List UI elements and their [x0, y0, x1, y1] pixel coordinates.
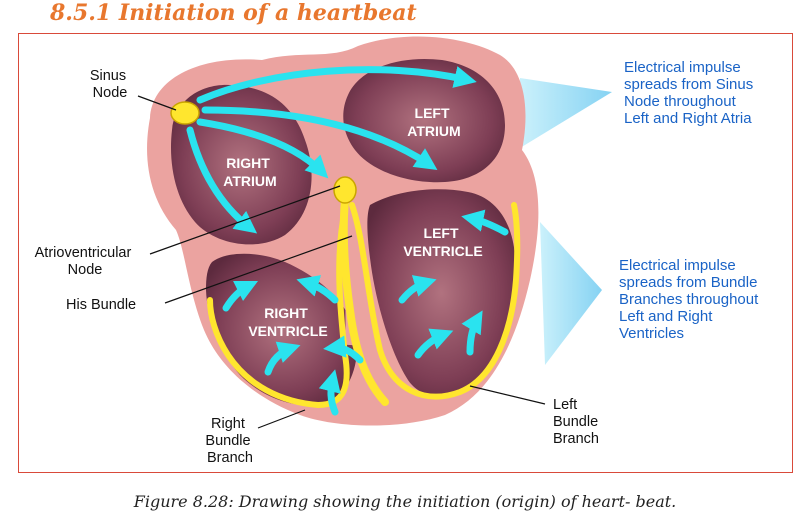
figure-caption: Figure 8.28: Drawing showing the initiat…	[133, 492, 677, 511]
his-bundle-leader	[164, 235, 353, 304]
sinus-node	[170, 101, 200, 125]
sinus-node-label: Sinus Node	[90, 68, 130, 101]
atria-callout-beam	[520, 78, 612, 148]
left-bundle-branch-path	[349, 202, 521, 400]
av-node	[333, 176, 357, 204]
left-atrium-chamber	[343, 58, 505, 183]
av-node-label: Atrioventricular Node	[35, 245, 136, 278]
impulse-arrow	[264, 341, 301, 376]
section-title: 8.5.1 Initiation of a heartbeat	[50, 0, 417, 26]
his-bundle-label: His Bundle	[66, 297, 136, 313]
left-ventricle-label: LEFT VENTRICLE	[403, 225, 482, 259]
impulse-arrow	[414, 328, 454, 359]
right-bundle-branch-label: Right Bundle Branch	[205, 416, 254, 466]
av-node-leader	[149, 185, 341, 255]
impulse-arrow	[461, 209, 509, 236]
impulse-arrow	[222, 280, 259, 312]
left-atrium-label: LEFT ATRIUM	[407, 105, 460, 139]
right-ventricle-label: RIGHT VENTRICLE	[248, 305, 327, 339]
atria-impulse-note: Electrical impulse spreads from Sinus No…	[624, 59, 757, 127]
impulse-arrow	[196, 66, 477, 104]
right-atrium-label: RIGHT ATRIUM	[223, 155, 276, 189]
left-ventricle-chamber	[367, 189, 516, 397]
impulse-arrow	[398, 275, 437, 304]
sinus-node-leader	[137, 95, 177, 111]
impulse-arrow	[201, 106, 438, 170]
impulse-arrow	[296, 275, 339, 304]
left-bundle-leader	[469, 385, 546, 405]
impulse-arrow	[186, 126, 258, 234]
impulse-arrow	[461, 310, 483, 356]
impulse-arrow	[318, 369, 341, 416]
impulse-arrow	[323, 335, 364, 364]
impulse-arrow	[196, 118, 329, 179]
ventricles-impulse-note: Electrical impulse spreads from Bundle B…	[619, 257, 762, 342]
right-bundle-branch-path	[207, 207, 350, 409]
right-bundle-leader	[257, 409, 306, 429]
left-bundle-branch-label: Left Bundle Branch	[553, 397, 602, 447]
ventricle-callout-beam	[540, 222, 602, 365]
